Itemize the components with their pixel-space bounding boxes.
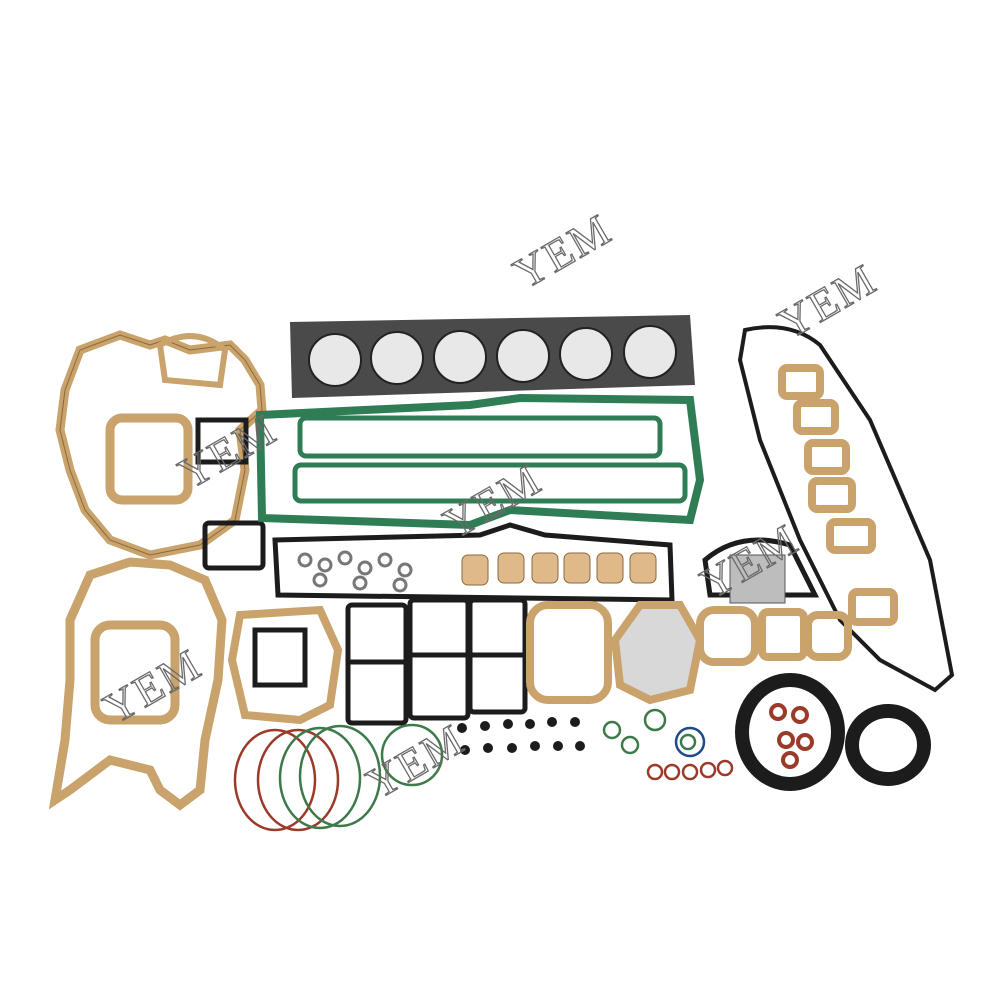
timing-cover-gasket-lower (48, 557, 227, 811)
water-pump-gasket (227, 605, 343, 725)
valve-stem-seals (457, 717, 585, 755)
timing-cover-gasket-upper (55, 330, 267, 560)
oil-pan-gasket (255, 393, 705, 530)
svg-text:YEM: YEM (359, 714, 473, 808)
svg-text:YEM: YEM (506, 204, 620, 298)
small-black-gasket (195, 417, 249, 465)
small-orings (602, 708, 734, 781)
seal-housing-gasket (702, 537, 820, 598)
svg-text:YEM: YEM (771, 254, 885, 348)
metal-plate-gasket (729, 554, 786, 604)
rocker-cover-gaskets (345, 597, 528, 726)
svg-text:YEM: YEM (436, 454, 550, 548)
mesh-filter-gasket (610, 601, 705, 705)
small-black-gasket (202, 520, 266, 571)
crankshaft-oil-seals (735, 673, 931, 791)
valve-cover-rubber-gasket (737, 325, 955, 693)
cylinder-head-gasket (290, 315, 695, 398)
cylinder-liner-orings (233, 723, 444, 832)
intake-manifold-gasket (272, 522, 675, 603)
